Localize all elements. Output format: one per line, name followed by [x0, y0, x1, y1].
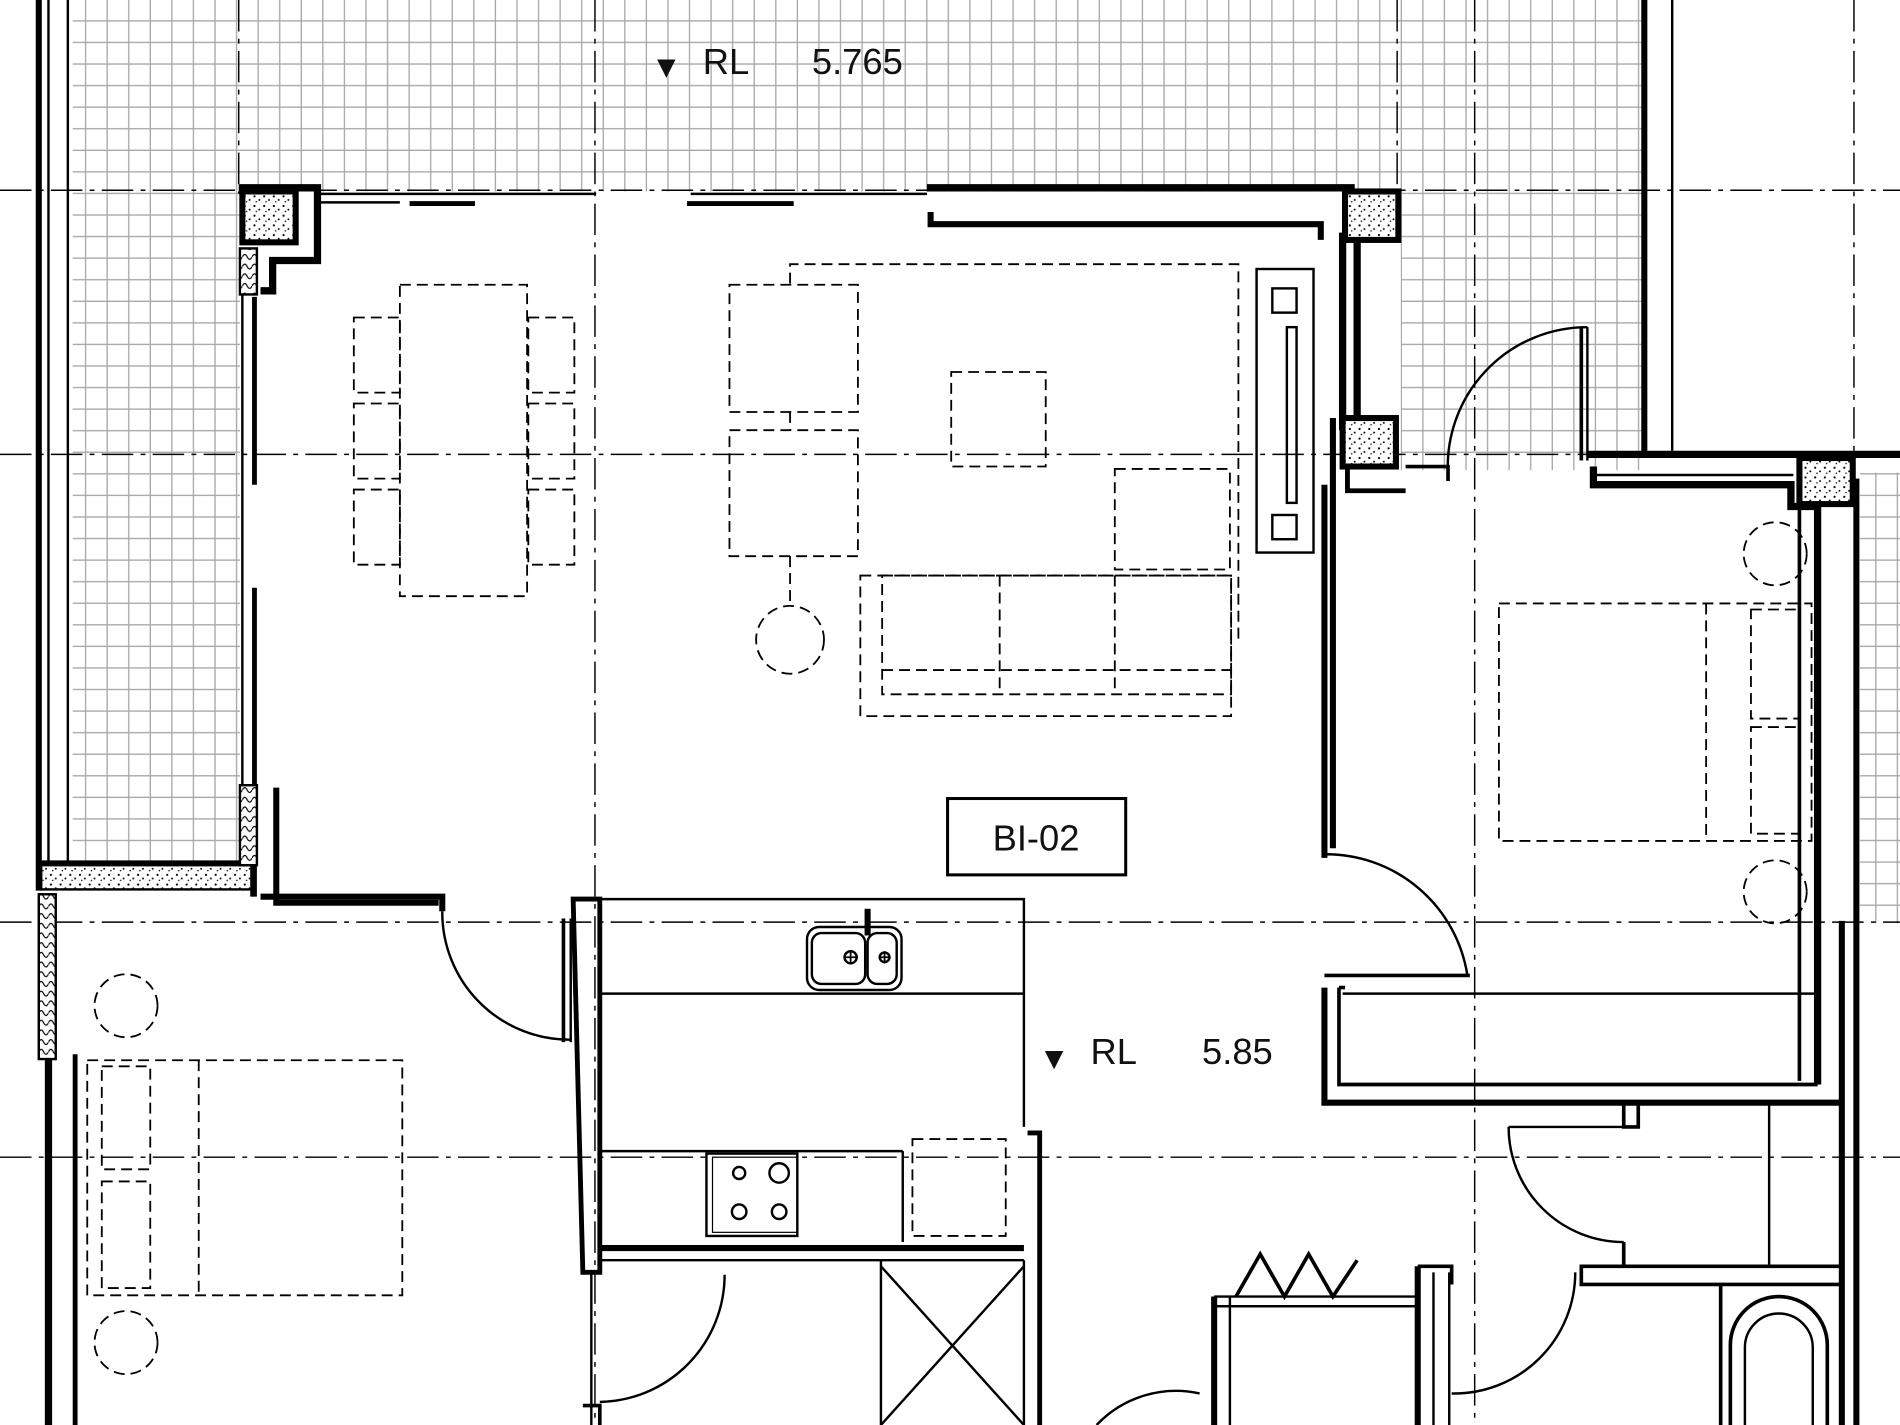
furniture: [86, 263, 1813, 1376]
bathtub: [1728, 1294, 1830, 1425]
unit-tag: BI-02: [946, 797, 1128, 877]
cooktop: [705, 1152, 799, 1238]
level-arrow-interior: ▼: [1038, 1040, 1069, 1076]
level-value-interior: 5.85: [1202, 1031, 1273, 1072]
level-arrow-balcony: ▼: [651, 49, 682, 85]
level-value-balcony: 5.765: [812, 41, 903, 82]
level-prefix-interior: RL: [1091, 1031, 1137, 1072]
unit-tag-label: BI-02: [993, 818, 1080, 859]
tv-unit: [1255, 267, 1315, 554]
structural-columns: [37, 188, 1856, 1061]
level-marker-balcony: ▼ RL 5.765: [651, 41, 903, 85]
level-prefix-balcony: RL: [703, 41, 749, 82]
doors: [441, 325, 1624, 1425]
kitchen-sink: [805, 908, 903, 992]
level-marker-interior: ▼ RL 5.85: [1038, 1031, 1272, 1076]
balcony-tiling: [72, 0, 1900, 924]
